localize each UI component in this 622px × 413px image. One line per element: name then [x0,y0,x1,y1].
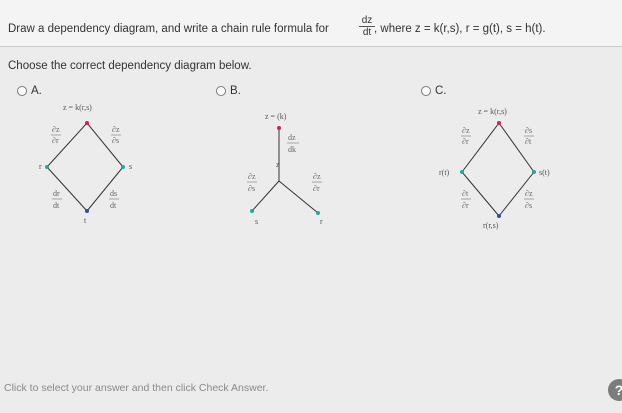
fraction-denominator: dt [362,27,372,38]
diagram-c-ur-den: ∂t [525,137,532,146]
option-a-label: A. [31,85,42,97]
question-header: Draw a dependency diagram, and write a c… [0,0,622,47]
diagram-a-node-r [45,165,49,169]
diagram-a-right-node-label: s [129,162,132,171]
diagram-c-bottom-node-label: r(r,s) [483,221,499,230]
option-a-radio[interactable] [17,86,27,96]
diagram-b-mid-den: dk [288,145,296,154]
diagram-c-lr-num: ∂z [525,189,533,198]
option-b-radio[interactable] [216,86,226,96]
diagram-b-right-num: ∂z [313,172,321,181]
diagram-a-ul-num: ∂z [52,125,60,134]
diagram-b-left-num: ∂z [248,172,256,181]
diagram-a-edge-s-t [86,166,124,212]
diagram-a-ul-den: ∂r [52,136,59,145]
diagram-c-node-z [497,121,501,125]
diagram-b-top-label: z = (k) [265,112,287,121]
question-text-suffix: , where z = k(r,s), r = g(t), s = h(t). [374,23,546,35]
option-c-radio[interactable] [421,86,431,96]
diagram-c-edge-r-bottom [461,171,500,217]
diagram-b[interactable]: z = (k) dz dk z ∂z ∂s ∂z ∂r s r [230,105,340,235]
option-c[interactable]: C. [421,85,447,97]
diagram-b-left-den: ∂s [248,184,255,193]
diagram-b-edge-mid-left [251,180,280,212]
instruction-text: Choose the correct dependency diagram be… [8,60,252,72]
option-b-label: B. [230,85,241,97]
diagram-a[interactable]: z = k(r,s) r s t ∂z ∂r ∂z ∂s dr dt ds dt [30,100,150,230]
fraction-numerator: dz [361,15,373,26]
diagram-a-ur-den: ∂s [112,136,119,145]
derivative-fraction: dz dt [358,15,376,38]
diagram-a-ll-num: dr [53,189,60,198]
diagram-c-node-bottom [497,214,501,218]
fraction-bar [359,26,375,27]
diagram-a-node-t [85,209,89,213]
diagram-b-mid-node-label: z [276,160,280,169]
diagram-a-left-node-label: r [39,162,42,171]
diagram-c[interactable]: z = k(r,s) r(t) s(t) r(r,s) ∂z ∂r ∂s ∂t … [433,100,573,230]
diagram-b-node-right [316,211,320,215]
diagram-c-ll-num: ∂t [462,189,469,198]
diagram-a-edge-z-r [46,122,88,168]
diagram-c-ur-num: ∂s [525,126,532,135]
diagram-a-top-label: z = k(r,s) [63,103,92,112]
diagram-b-left-node-label: s [255,217,258,226]
diagram-b-node-left [250,209,254,213]
diagram-a-edge-r-t [46,166,88,212]
option-c-label: C. [435,85,447,97]
diagram-a-bottom-node-label: t [84,216,87,225]
diagram-c-right-node-label: s(t) [539,168,550,177]
diagram-a-node-z [85,121,89,125]
footer-instruction: Click to select your answer and then cli… [4,382,269,394]
diagram-c-node-r [460,170,464,174]
diagram-c-edge-z-r [461,122,500,173]
diagram-c-edge-s-bottom [498,171,535,217]
diagram-c-left-node-label: r(t) [439,168,450,177]
diagram-a-lr-den: dt [110,201,117,210]
diagram-c-lr-den: ∂s [525,201,532,210]
option-b[interactable]: B. [216,85,241,97]
diagram-b-edge-mid-right [278,180,319,214]
diagram-a-edge-z-s [86,122,124,168]
diagram-c-top-label: z = k(r,s) [478,107,507,116]
diagram-c-node-s [532,170,536,174]
diagram-b-right-den: ∂r [313,184,320,193]
diagram-a-node-s [121,165,125,169]
diagram-c-ul-den: ∂r [462,137,469,146]
diagram-c-edge-z-s [498,122,535,173]
option-a[interactable]: A. [17,85,42,97]
diagram-c-ul-num: ∂z [462,126,470,135]
diagram-b-right-node-label: r [320,217,323,226]
help-icon[interactable]: ? [608,379,622,401]
diagram-a-lr-num: ds [110,189,117,198]
diagram-c-ll-den: ∂r [462,201,469,210]
diagram-a-ll-den: dt [53,201,60,210]
diagram-b-mid-num: dz [288,133,296,142]
diagram-b-node-top [277,126,281,130]
diagram-a-ur-num: ∂z [112,125,120,134]
question-text-prefix: Draw a dependency diagram, and write a c… [8,23,329,35]
